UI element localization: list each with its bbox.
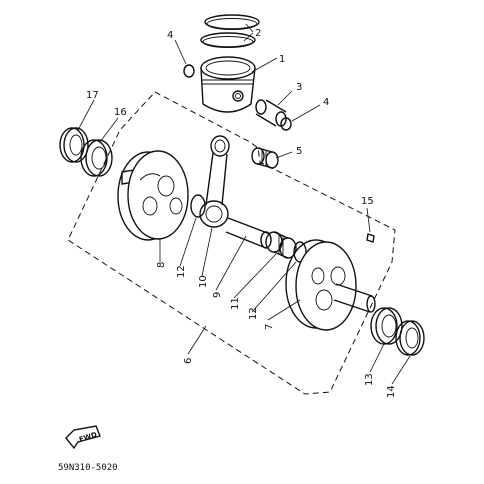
callout-11: 11 bbox=[230, 297, 241, 310]
fwd-label: FWD bbox=[78, 431, 98, 444]
callout-16: 16 bbox=[114, 107, 127, 118]
piston bbox=[200, 56, 256, 113]
callout-4-upper: 4 bbox=[167, 30, 173, 41]
callout-7: 7 bbox=[264, 324, 275, 330]
piston-rings bbox=[200, 14, 260, 48]
callout-17: 17 bbox=[86, 90, 99, 101]
crank-right bbox=[285, 239, 376, 331]
callout-6: 6 bbox=[183, 358, 194, 364]
callout-8: 8 bbox=[156, 262, 167, 268]
callout-14: 14 bbox=[386, 385, 397, 398]
crankshaft-assembly-boundary bbox=[67, 91, 396, 395]
piston-pin bbox=[255, 99, 287, 127]
fwd-arrow-icon: FWD bbox=[65, 425, 101, 450]
callout-3: 3 bbox=[296, 82, 302, 93]
callout-10: 10 bbox=[198, 275, 209, 288]
thrust-washer-right bbox=[293, 241, 307, 263]
callout-12-left: 12 bbox=[176, 265, 187, 278]
leader-lines bbox=[77, 23, 411, 385]
piston-pin-clip-upper bbox=[183, 64, 195, 78]
callout-2: 2 bbox=[255, 28, 261, 39]
bearing-left bbox=[80, 139, 113, 177]
small-end-bearing bbox=[251, 147, 279, 169]
woodruff-key bbox=[366, 233, 375, 243]
bearing-right bbox=[370, 307, 403, 345]
oil-seal-right bbox=[395, 320, 425, 356]
big-end-bearing bbox=[265, 231, 297, 259]
crank-pin bbox=[225, 217, 272, 249]
oil-seal-left bbox=[59, 127, 89, 163]
callout-13: 13 bbox=[364, 373, 375, 386]
callout-4-lower: 4 bbox=[323, 97, 329, 108]
callout-1: 1 bbox=[279, 54, 285, 65]
callout-15: 15 bbox=[361, 196, 374, 207]
connecting-rod bbox=[199, 135, 230, 228]
part-code: 59N310-5020 bbox=[58, 463, 118, 473]
crank-left bbox=[117, 150, 189, 241]
callout-5: 5 bbox=[296, 146, 302, 157]
callout-9: 9 bbox=[212, 292, 223, 298]
callout-12-right: 12 bbox=[248, 307, 259, 320]
thrust-washer-left bbox=[190, 194, 206, 218]
